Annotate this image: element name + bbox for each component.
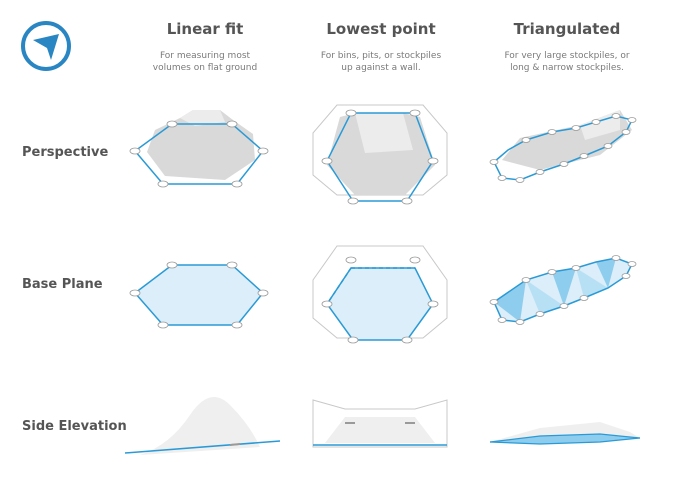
row-label-perspective: Perspective (22, 145, 109, 160)
diagram-lowest-point-perspective (305, 95, 455, 210)
navigation-arrow-icon (21, 21, 71, 71)
column-subtitle: For very large stockpiles, or long & nar… (504, 51, 630, 73)
diagram-linear-fit-base-plane (125, 255, 275, 335)
diagram-lowest-point-side-elevation (305, 395, 455, 455)
column-header-linear-fit: Linear fit For measuring most volumes on… (110, 20, 300, 74)
diagram-lowest-point-base-plane (305, 238, 455, 348)
column-title: Triangulated (513, 20, 621, 38)
diagram-triangulated-base-plane (480, 250, 655, 335)
diagram-linear-fit-side-elevation (120, 385, 285, 465)
column-subtitle: For measuring most volumes on flat groun… (152, 51, 258, 73)
column-title: Lowest point (326, 20, 436, 38)
column-subtitle: For bins, pits, or stockpiles up against… (320, 51, 442, 73)
column-header-triangulated: Triangulated For very large stockpiles, … (472, 20, 662, 74)
column-header-lowest-point: Lowest point For bins, pits, or stockpil… (286, 20, 476, 74)
row-label-side-elevation: Side Elevation (22, 419, 127, 434)
column-title: Linear fit (166, 20, 244, 38)
diagram-triangulated-perspective (480, 100, 655, 190)
row-label-base-plane: Base Plane (22, 277, 103, 292)
logo (20, 20, 72, 72)
diagram-linear-fit-perspective (125, 100, 275, 205)
diagram-triangulated-side-elevation (480, 408, 655, 448)
